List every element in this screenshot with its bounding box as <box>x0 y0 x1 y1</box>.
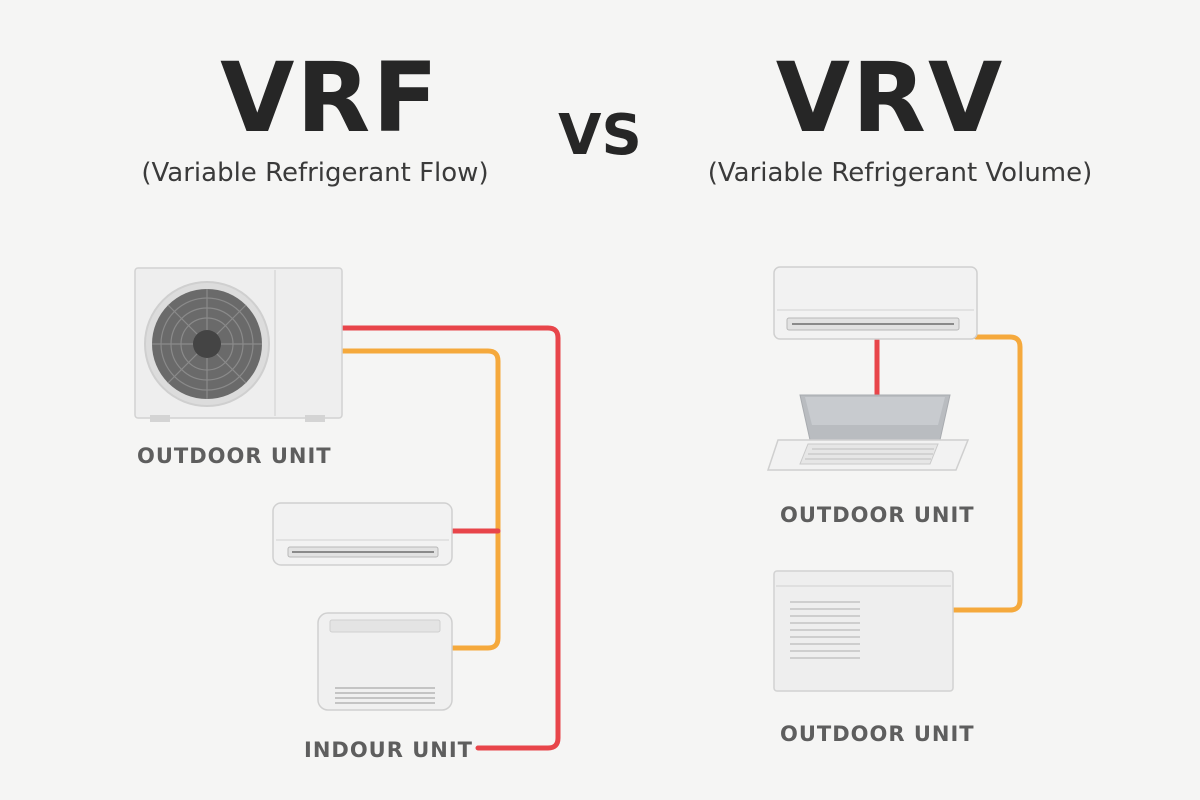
floor-console-unit-icon <box>317 612 453 711</box>
vrf-orange-main-pipe <box>339 348 501 651</box>
vrf-subtitle: (Variable Refrigerant Flow) <box>141 158 489 188</box>
outdoor-unit-fan-icon <box>134 267 343 422</box>
vrf-pipes <box>339 325 561 751</box>
vrv-subtitle: (Variable Refrigerant Volume) <box>707 158 1093 188</box>
wall-mounted-unit-icon <box>272 502 453 566</box>
vrf-indoor-unit-label: INDOUR UNIT <box>304 738 473 762</box>
box-outdoor-unit-icon <box>773 570 954 692</box>
vrv-title: VRV <box>775 42 1005 154</box>
vrf-outdoor-unit-label: OUTDOOR UNIT <box>137 444 332 468</box>
ceiling-cassette-unit-icon <box>766 394 970 471</box>
vrv-pipes <box>874 334 1023 613</box>
vrf-title: VRF <box>220 42 440 154</box>
vrv-orange-pipe <box>950 334 1023 613</box>
wall-mounted-unit-icon <box>773 266 978 340</box>
vrv-upper-unit-label: OUTDOOR UNIT <box>780 503 975 527</box>
vrv-lower-unit-label: OUTDOOR UNIT <box>780 722 975 746</box>
vrf-red-main-pipe <box>339 325 561 751</box>
vs-label: VS <box>558 103 642 168</box>
